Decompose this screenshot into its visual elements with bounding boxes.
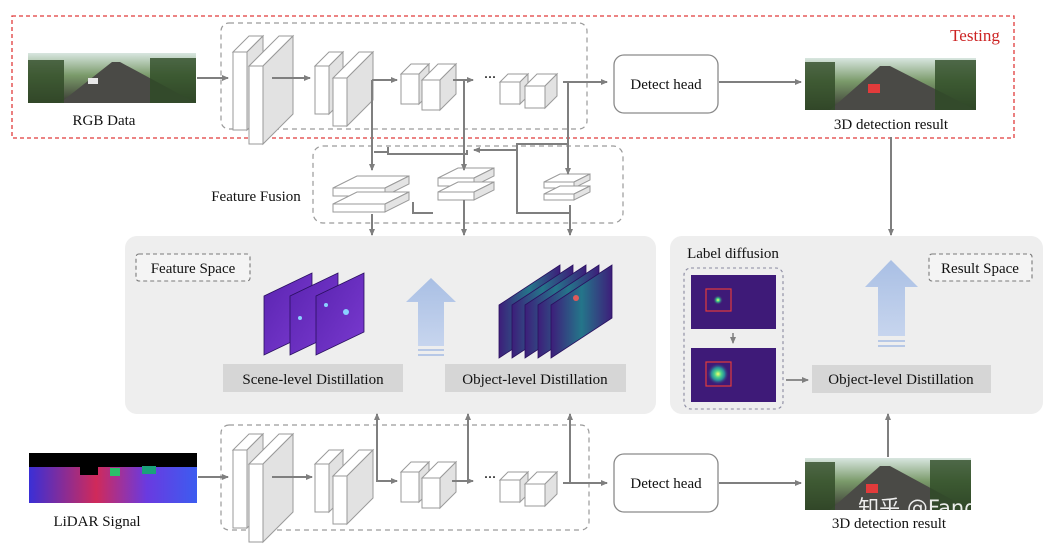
scene-feature-maps (263, 272, 365, 356)
watermark: 知乎 @Fangzh (858, 496, 1002, 520)
ellipsis-top: ... (484, 65, 496, 82)
scene-distill-label: Scene-level Distillation (242, 372, 384, 388)
object-distill-right-label: Object-level Distillation (828, 372, 974, 388)
detect-head-bottom (613, 453, 719, 513)
fusion-slab (543, 173, 591, 189)
feature-space-label: Feature Space (151, 261, 236, 277)
rgb-backbone-layers (231, 34, 559, 146)
feature-fusion-label: Feature Fusion (211, 189, 301, 205)
result-image-bottom (805, 458, 971, 510)
result-space-label: Result Space (941, 261, 1019, 277)
feature-fusion-box (312, 145, 624, 224)
result-top-label: 3D detection result (834, 117, 949, 133)
lidar-label: LiDAR Signal (53, 514, 140, 530)
rgb-backbone-box (220, 22, 588, 130)
fusion-slab (332, 191, 410, 213)
label-diffusion-box (683, 267, 784, 410)
object-feature-maps (498, 264, 613, 359)
detect-head-bottom-label: Detect head (630, 476, 702, 492)
object-distill-left-box (445, 364, 626, 392)
scene-distill-box (223, 364, 403, 392)
heatmap-small (691, 275, 776, 329)
detect-head-top-label: Detect head (630, 77, 702, 93)
object-distill-right-box (812, 365, 991, 393)
lidar-backbone-layers (231, 432, 559, 544)
result-bottom-label: 3D detection result (832, 516, 947, 532)
testing-region (11, 15, 1015, 139)
fusion-slab (437, 181, 495, 201)
ellipsis-bottom: ... (484, 465, 496, 482)
connectors (197, 75, 894, 486)
label-diffusion-label: Label diffusion (687, 246, 779, 262)
feature-space-tag (135, 253, 251, 282)
backbone-layer (247, 432, 295, 544)
backbone-layer (523, 470, 559, 508)
testing-label: Testing (950, 26, 1000, 45)
backbone-layer (247, 34, 295, 146)
backbone-layer (498, 72, 530, 106)
backbone-layer (331, 448, 375, 526)
backbone-layer (523, 72, 559, 110)
result-space-tag (928, 253, 1033, 282)
backbone-layer (498, 470, 530, 504)
rgb-image (28, 53, 196, 103)
result-up-arrow (865, 260, 918, 347)
result-image-top (805, 58, 976, 110)
object-distill-left-label: Object-level Distillation (462, 372, 608, 388)
detect-head-top (613, 54, 719, 114)
backbone-layer (331, 50, 375, 128)
fusion-layers (332, 167, 591, 213)
feature-up-arrow (406, 278, 456, 356)
backbone-layer (420, 460, 458, 510)
heatmap-diffused (691, 348, 776, 402)
rgb-label: RGB Data (73, 113, 136, 129)
fusion-slab (543, 185, 591, 201)
lidar-image (29, 453, 197, 503)
backbone-layer (420, 62, 458, 112)
